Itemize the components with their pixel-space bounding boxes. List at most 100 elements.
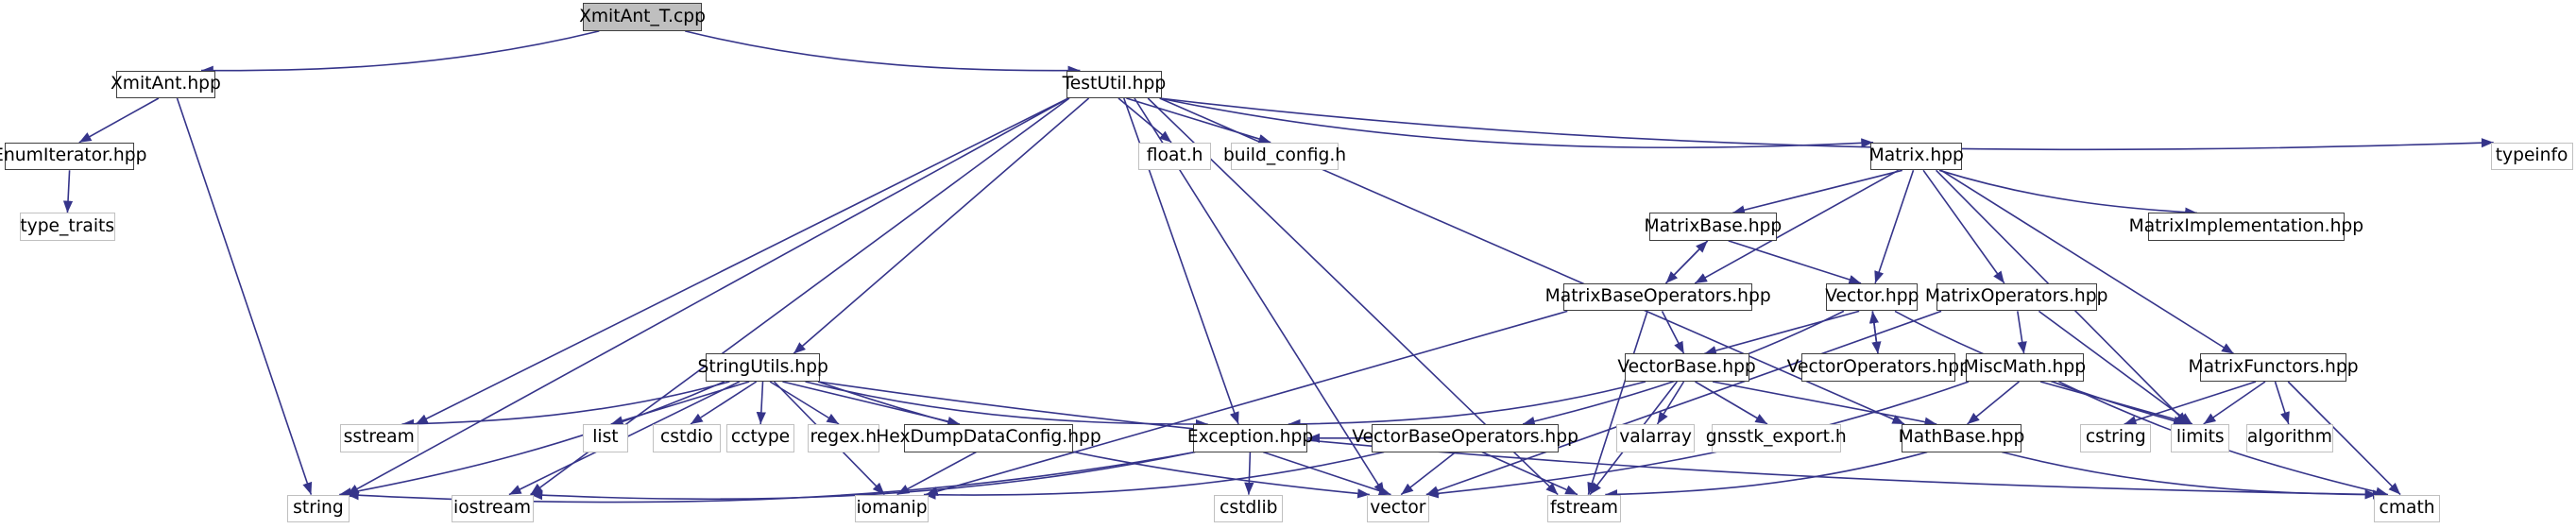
graph-edge-testutil-hpp-to-typeinfo: [1159, 97, 2494, 151]
graph-edge-matrixbaseoperators-hpp-to-vectorbase-hpp: [1661, 311, 1685, 354]
graph-edge-matrix-hpp-to-matrixoperators-hpp: [1922, 169, 2005, 284]
graph-edge-stringutils-hpp-to-list: [610, 381, 750, 426]
graph-node-vectoroperators-hpp[interactable]: VectorOperators.hpp: [1787, 353, 1970, 382]
graph-node-limits[interactable]: limits: [2170, 424, 2230, 452]
graph-node-cstring[interactable]: cstring: [2080, 424, 2152, 452]
graph-node-iomanip[interactable]: iomanip: [854, 494, 930, 523]
graph-edge-exception-hpp-to-cstdlib: [1244, 452, 1254, 495]
graph-edge-enumiterator-hpp-to-type-traits: [62, 170, 74, 213]
graph-edge-stringutils-hpp-to-exception-hpp: [805, 381, 1208, 430]
graph-node-sstream[interactable]: sstream: [339, 424, 418, 452]
graph-node-label: HexDumpDataConfig.hpp: [876, 427, 1101, 448]
graph-node-fstream[interactable]: fstream: [1546, 494, 1622, 523]
graph-edge-matrix-hpp-to-matrixbaseoperators-hpp: [1694, 169, 1900, 284]
graph-node-stringutils-hpp[interactable]: StringUtils.hpp: [698, 353, 828, 382]
graph-edge-testutil-hpp-to-string: [346, 97, 1069, 496]
graph-node-label: MatrixBaseOperators.hpp: [1544, 286, 1771, 307]
graph-node-label: MatrixBase.hpp: [1644, 215, 1783, 236]
graph-edge-miscmath-hpp-to-mathbase-hpp: [1967, 381, 2020, 425]
graph-node-matrix-hpp[interactable]: Matrix.hpp: [1868, 142, 1964, 171]
graph-node-cctype[interactable]: cctype: [726, 424, 794, 452]
graph-edge-matrixfunctors-hpp-to-cmath: [2287, 381, 2401, 496]
graph-edge-testutil-hpp-to-stringutils-hpp: [793, 97, 1090, 355]
graph-node-type-traits[interactable]: type_traits: [19, 213, 115, 241]
graph-edge-vector-hpp-to-vectorbaseoperators-hpp: [1522, 310, 1845, 426]
graph-edge-matrixoperators-hpp-to-miscmath-hpp: [2017, 311, 2027, 354]
graph-node-miscmath-hpp[interactable]: MiscMath.hpp: [1963, 353, 2087, 382]
graph-node-label: cmath: [2379, 497, 2435, 518]
graph-node-label: VectorOperators.hpp: [1786, 356, 1970, 377]
graph-node-label: cstdlib: [1220, 497, 1278, 518]
graph-node-matrixfunctors-hpp[interactable]: MatrixFunctors.hpp: [2188, 353, 2359, 382]
graph-node-xmitant-hpp[interactable]: XmitAnt.hpp: [111, 70, 221, 99]
graph-node-vector[interactable]: vector: [1366, 494, 1429, 523]
graph-node-label: EnumIterator.hpp: [0, 145, 147, 166]
graph-edge-vector-hpp-to-vectorbase-hpp: [1703, 310, 1860, 356]
graph-node-list[interactable]: list: [582, 424, 629, 452]
graph-edge-matrixfunctors-hpp-to-cstring: [2124, 381, 2257, 425]
graph-node-label: build_config.h: [1222, 145, 1347, 166]
graph-node-gnsstk-export-h[interactable]: gnsstk_export.h: [1706, 424, 1847, 452]
graph-node-label: XmitAnt_T.cpp: [579, 6, 706, 26]
graph-node-vectorbaseoperators-hpp[interactable]: VectorBaseOperators.hpp: [1352, 424, 1578, 452]
graph-edge-vectorbase-hpp-to-mathbase-hpp: [1712, 381, 1937, 427]
graph-edge-vectorbase-hpp-to-gnsstk-export-h: [1695, 381, 1768, 425]
graph-edge-miscmath-hpp-to-limits: [2039, 381, 2193, 426]
graph-edge-mathbase-hpp-to-cmath: [2002, 451, 2385, 500]
graph-edge-matrixbaseoperators-hpp-to-matrixbase-hpp: [1664, 240, 1709, 284]
graph-node-label: algorithm: [2246, 427, 2332, 448]
graph-node-regex-h[interactable]: regex.h: [807, 424, 879, 452]
graph-edge-stringutils-hpp-to-cstdio: [690, 381, 758, 425]
graph-node-label: TestUtil.hpp: [1062, 73, 1167, 94]
graph-node-label: MathBase.hpp: [1898, 427, 2025, 448]
graph-node-label: MatrixImplementation.hpp: [2128, 215, 2364, 236]
graph-edge-testutil-hpp-to-matrix-hpp: [1159, 97, 1874, 149]
graph-edge-vectorbase-hpp-to-exception-hpp: [1288, 381, 1646, 429]
graph-node-xmitant-t-cpp: XmitAnt_T.cpp: [579, 3, 706, 31]
graph-node-cstdlib[interactable]: cstdlib: [1214, 494, 1284, 523]
graph-node-label: type_traits: [20, 215, 115, 236]
graph-edge-matrix-hpp-to-matrixfunctors-hpp: [1940, 169, 2235, 355]
graph-edge-xmitant-t-cpp-to-xmitant-hpp: [200, 30, 600, 76]
graph-node-algorithm[interactable]: algorithm: [2245, 424, 2333, 452]
graph-node-iostream[interactable]: iostream: [451, 494, 534, 523]
graph-node-hexdumpdataconfig-hpp[interactable]: HexDumpDataConfig.hpp: [876, 424, 1101, 452]
graph-node-label: MiscMath.hpp: [1963, 356, 2087, 377]
graph-node-cstdio[interactable]: cstdio: [653, 424, 721, 452]
graph-node-build-config-h[interactable]: build_config.h: [1223, 142, 1346, 171]
graph-node-label: limits: [2175, 427, 2225, 448]
graph-node-label: MatrixFunctors.hpp: [2188, 356, 2359, 377]
graph-node-matrixbaseoperators-hpp[interactable]: MatrixBaseOperators.hpp: [1545, 282, 1771, 312]
graph-edge-stringutils-hpp-to-sstream: [401, 381, 730, 429]
graph-node-label: Matrix.hpp: [1868, 145, 1964, 166]
graph-node-label: Exception.hpp: [1186, 427, 1314, 448]
graph-node-label: regex.h: [810, 427, 878, 448]
graph-node-label: StringUtils.hpp: [697, 356, 828, 377]
graph-edge-matrix-hpp-to-matriximplementation-hpp: [1938, 169, 2197, 217]
graph-node-vectorbase-hpp[interactable]: VectorBase.hpp: [1617, 353, 1756, 382]
graph-node-typeinfo[interactable]: typeinfo: [2490, 142, 2573, 171]
graph-node-mathbase-hpp[interactable]: MathBase.hpp: [1898, 424, 2025, 452]
graph-edge-matrixbaseoperators-hpp-to-fstream: [1587, 311, 1648, 495]
graph-node-vector-hpp[interactable]: Vector.hpp: [1825, 282, 1919, 312]
graph-node-label: cctype: [730, 427, 791, 448]
graph-node-testutil-hpp[interactable]: TestUtil.hpp: [1063, 70, 1166, 99]
graph-edge-xmitant-t-cpp-to-testutil-hpp: [685, 30, 1081, 76]
graph-node-label: vector: [1370, 497, 1426, 518]
graph-edge-matrix-hpp-to-matrixbase-hpp: [1732, 169, 1902, 215]
graph-node-label: list: [592, 427, 619, 448]
graph-node-exception-hpp[interactable]: Exception.hpp: [1187, 424, 1313, 452]
graph-edge-matrixbase-hpp-to-vector-hpp: [1728, 240, 1862, 284]
graph-node-label: VectorBase.hpp: [1617, 356, 1756, 377]
graph-node-enumiterator-hpp[interactable]: EnumIterator.hpp: [0, 142, 146, 171]
graph-edge-miscmath-hpp-to-vector: [1425, 381, 1970, 499]
graph-node-string[interactable]: string: [286, 494, 350, 523]
graph-node-valarray[interactable]: valarray: [1615, 424, 1696, 452]
graph-node-float-h[interactable]: float.h: [1138, 142, 1211, 171]
graph-node-matriximplementation-hpp[interactable]: MatrixImplementation.hpp: [2129, 213, 2363, 241]
graph-node-matrixbase-hpp[interactable]: MatrixBase.hpp: [1645, 213, 1782, 241]
graph-node-matrixoperators-hpp[interactable]: MatrixOperators.hpp: [1925, 282, 2107, 312]
graph-node-cmath[interactable]: cmath: [2374, 494, 2440, 523]
graph-edge-vectorbase-hpp-to-valarray: [1656, 381, 1685, 425]
